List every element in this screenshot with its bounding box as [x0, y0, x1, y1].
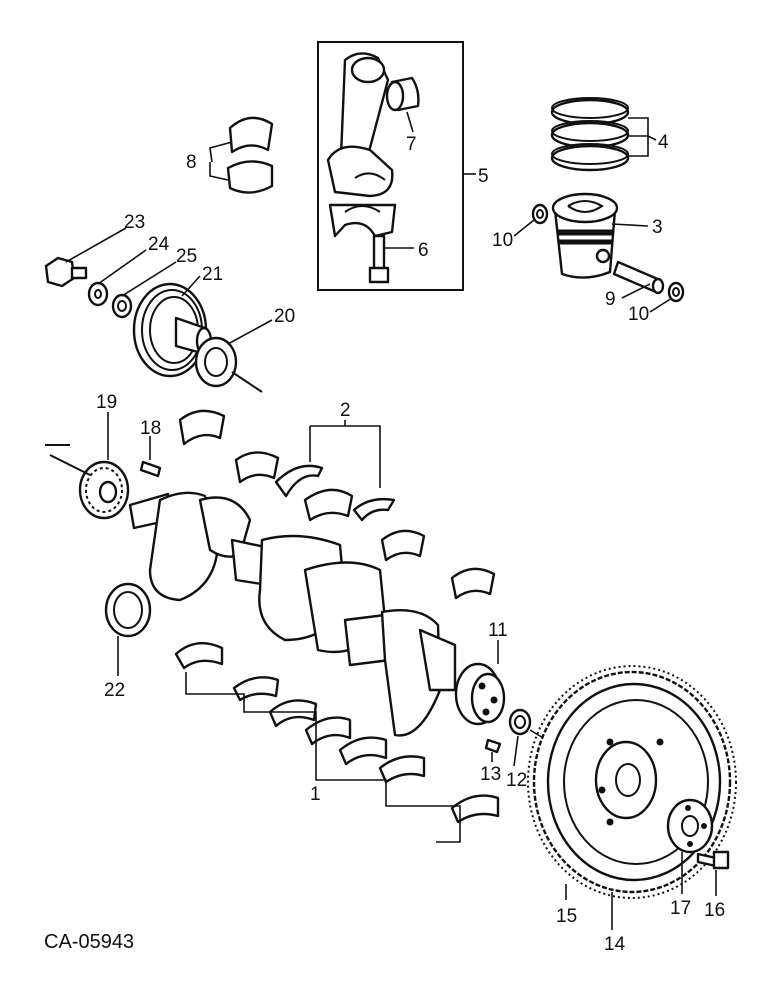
callout-21: 21 — [202, 264, 223, 285]
connecting-rod-cap — [328, 203, 397, 238]
callout-6: 6 — [418, 240, 429, 261]
callout-24: 24 — [148, 234, 170, 255]
piston-pin — [612, 260, 665, 295]
connecting-rod-bolt — [368, 234, 390, 284]
flywheel-plate — [666, 798, 714, 854]
callout-16: 16 — [704, 900, 725, 921]
crankshaft-pulley — [132, 282, 213, 378]
rod-bearing-lower — [226, 160, 274, 194]
callout-14: 14 — [604, 934, 626, 955]
callout-9: 9 — [605, 289, 616, 310]
flywheel-bolt — [696, 850, 730, 870]
crankshaft-gear — [45, 444, 130, 520]
main-bearings-upper — [178, 409, 496, 600]
callout-23: 23 — [124, 212, 145, 233]
callout-18: 18 — [140, 418, 161, 439]
callout-19: 19 — [96, 392, 117, 413]
pulley-bolt — [44, 256, 88, 288]
callout-25: 25 — [176, 246, 197, 267]
callout-7: 7 — [406, 134, 417, 155]
callout-15: 15 — [556, 906, 577, 927]
leader-lines — [65, 111, 717, 930]
piston-rings — [550, 97, 630, 172]
snap-ring-right — [667, 281, 685, 303]
callout-12: 12 — [506, 770, 527, 791]
piston — [551, 192, 619, 279]
figure-code: CA-05943 — [44, 931, 134, 953]
gear-key — [139, 460, 162, 478]
callout-1: 1 — [310, 784, 321, 805]
callout-22: 22 — [104, 680, 125, 701]
callout-5: 5 — [478, 166, 489, 187]
dowel-pin — [484, 738, 502, 754]
pilot-bearing — [508, 708, 561, 749]
callout-3: 3 — [652, 217, 663, 238]
callout-17: 17 — [670, 898, 691, 919]
flat-washer — [111, 293, 133, 319]
callouts: 8 7 5 6 4 3 10 9 10 23 24 25 21 20 19 18… — [96, 132, 725, 955]
connecting-rod-box — [317, 41, 464, 291]
front-spacer — [194, 336, 263, 393]
callout-13: 13 — [480, 764, 501, 785]
callout-8: 8 — [186, 152, 197, 173]
callout-20: 20 — [274, 306, 295, 327]
rod-bearing-upper — [228, 116, 274, 154]
main-bearings-lower — [174, 642, 500, 824]
callout-10-right: 10 — [628, 304, 649, 325]
ring-gear — [527, 665, 737, 899]
callout-4: 4 — [658, 132, 669, 153]
callout-2: 2 — [340, 400, 351, 421]
rear-oil-seal — [104, 582, 152, 638]
callout-11: 11 — [488, 620, 508, 641]
crankshaft — [128, 491, 506, 737]
connecting-rod-bushing — [385, 76, 420, 112]
lock-washer — [87, 281, 109, 307]
connecting-rod — [326, 52, 394, 198]
snap-ring-left — [531, 203, 549, 225]
callout-10-left: 10 — [492, 230, 513, 251]
